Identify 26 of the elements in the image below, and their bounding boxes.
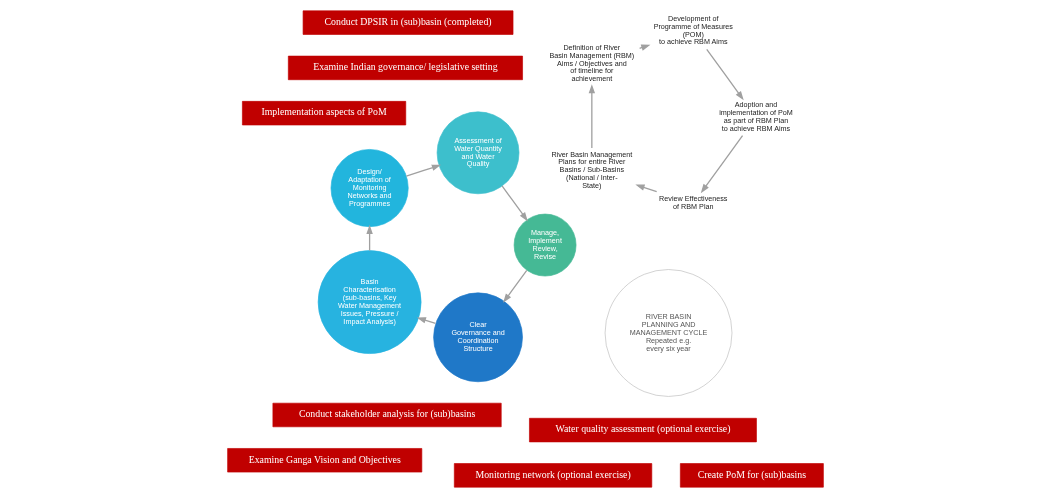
arrow [416, 317, 436, 325]
node-box: Monitoring network (optional exercise) [453, 463, 652, 488]
node-circle: Basin Characterisation (sub-basins, Key Water Management Issues, Pressure / Impact Analysis) [317, 250, 421, 354]
arrow [500, 185, 528, 222]
node-text: River Basin Management Plans for entire River Basins / Sub-Basins (National / Inter-State) [550, 149, 632, 191]
arrow [405, 164, 441, 177]
node-box: Examine Ganga Vision and Objectives [226, 448, 422, 473]
node-box: Examine Indian governance/ legislative setting [287, 55, 523, 81]
node-box: Water quality assessment (optional exercise) [528, 417, 757, 443]
node-box: Conduct stakeholder analysis for (sub)basins [272, 402, 502, 428]
arrow [588, 84, 595, 149]
node-circle: RIVER BASIN PLANNING AND MANAGEMENT CYCLE Repeated e.g. every six year [604, 269, 732, 397]
node-text: Development of Programme of Measures (POM) to achieve RBM Aims [653, 13, 733, 47]
node-circle: Design/ Adaptation of Monitoring Networks and Programmes [330, 149, 409, 227]
node-circle: Assessment of Water Quantity and Water Quality [436, 111, 519, 195]
node-box: Conduct DPSIR in (sub)basin (completed) [302, 10, 513, 35]
arrow [634, 184, 657, 193]
node-text: Definition of River Basin Management (RBM) Aims / Objectives and of timeline for achievement [548, 42, 634, 84]
node-text: Review Effectiveness of RBM Plan [658, 194, 727, 212]
arrow [502, 269, 527, 303]
node-box: Create PoM for (sub)basins [679, 463, 824, 488]
arrow [638, 44, 650, 51]
node-box: Implementation aspects of PoM [241, 101, 406, 126]
node-text: Adoption and implementation of PoM as part of RBM Plan to achieve RBM Aims [718, 100, 793, 133]
arrow [700, 135, 743, 194]
arrow [705, 48, 744, 101]
